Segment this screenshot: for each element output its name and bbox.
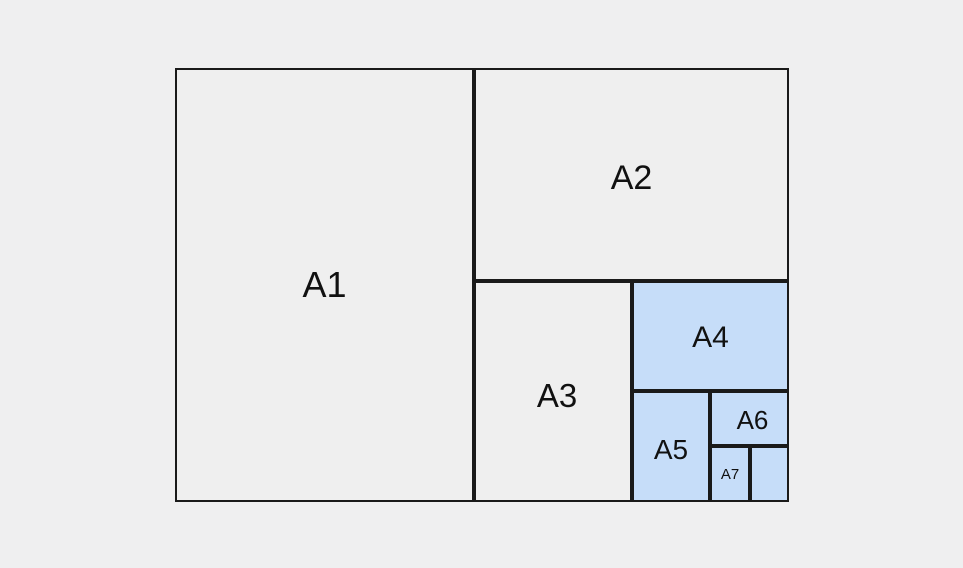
paper-cell-label-a1: A1 <box>302 264 347 305</box>
paper-cell-label-a2: A2 <box>610 158 653 197</box>
paper-cell-label-a5: A5 <box>653 433 689 465</box>
paper-cell-a2: A2 <box>474 68 789 281</box>
paper-cell-a4: A4 <box>632 281 789 391</box>
paper-cell-a1: A1 <box>175 68 474 502</box>
paper-cell-a5: A5 <box>632 391 710 502</box>
paper-cell-label-a7: A7 <box>720 465 740 483</box>
paper-cell-label-a3: A3 <box>536 377 578 414</box>
paper-cell-a6: A6 <box>710 391 789 446</box>
paper-cell-a8 <box>750 446 789 502</box>
paper-cell-label-a4: A4 <box>692 321 729 354</box>
paper-cell-a7: A7 <box>710 446 750 502</box>
paper-cell-label-a6: A6 <box>736 404 769 435</box>
paper-cell-a3: A3 <box>474 281 632 502</box>
